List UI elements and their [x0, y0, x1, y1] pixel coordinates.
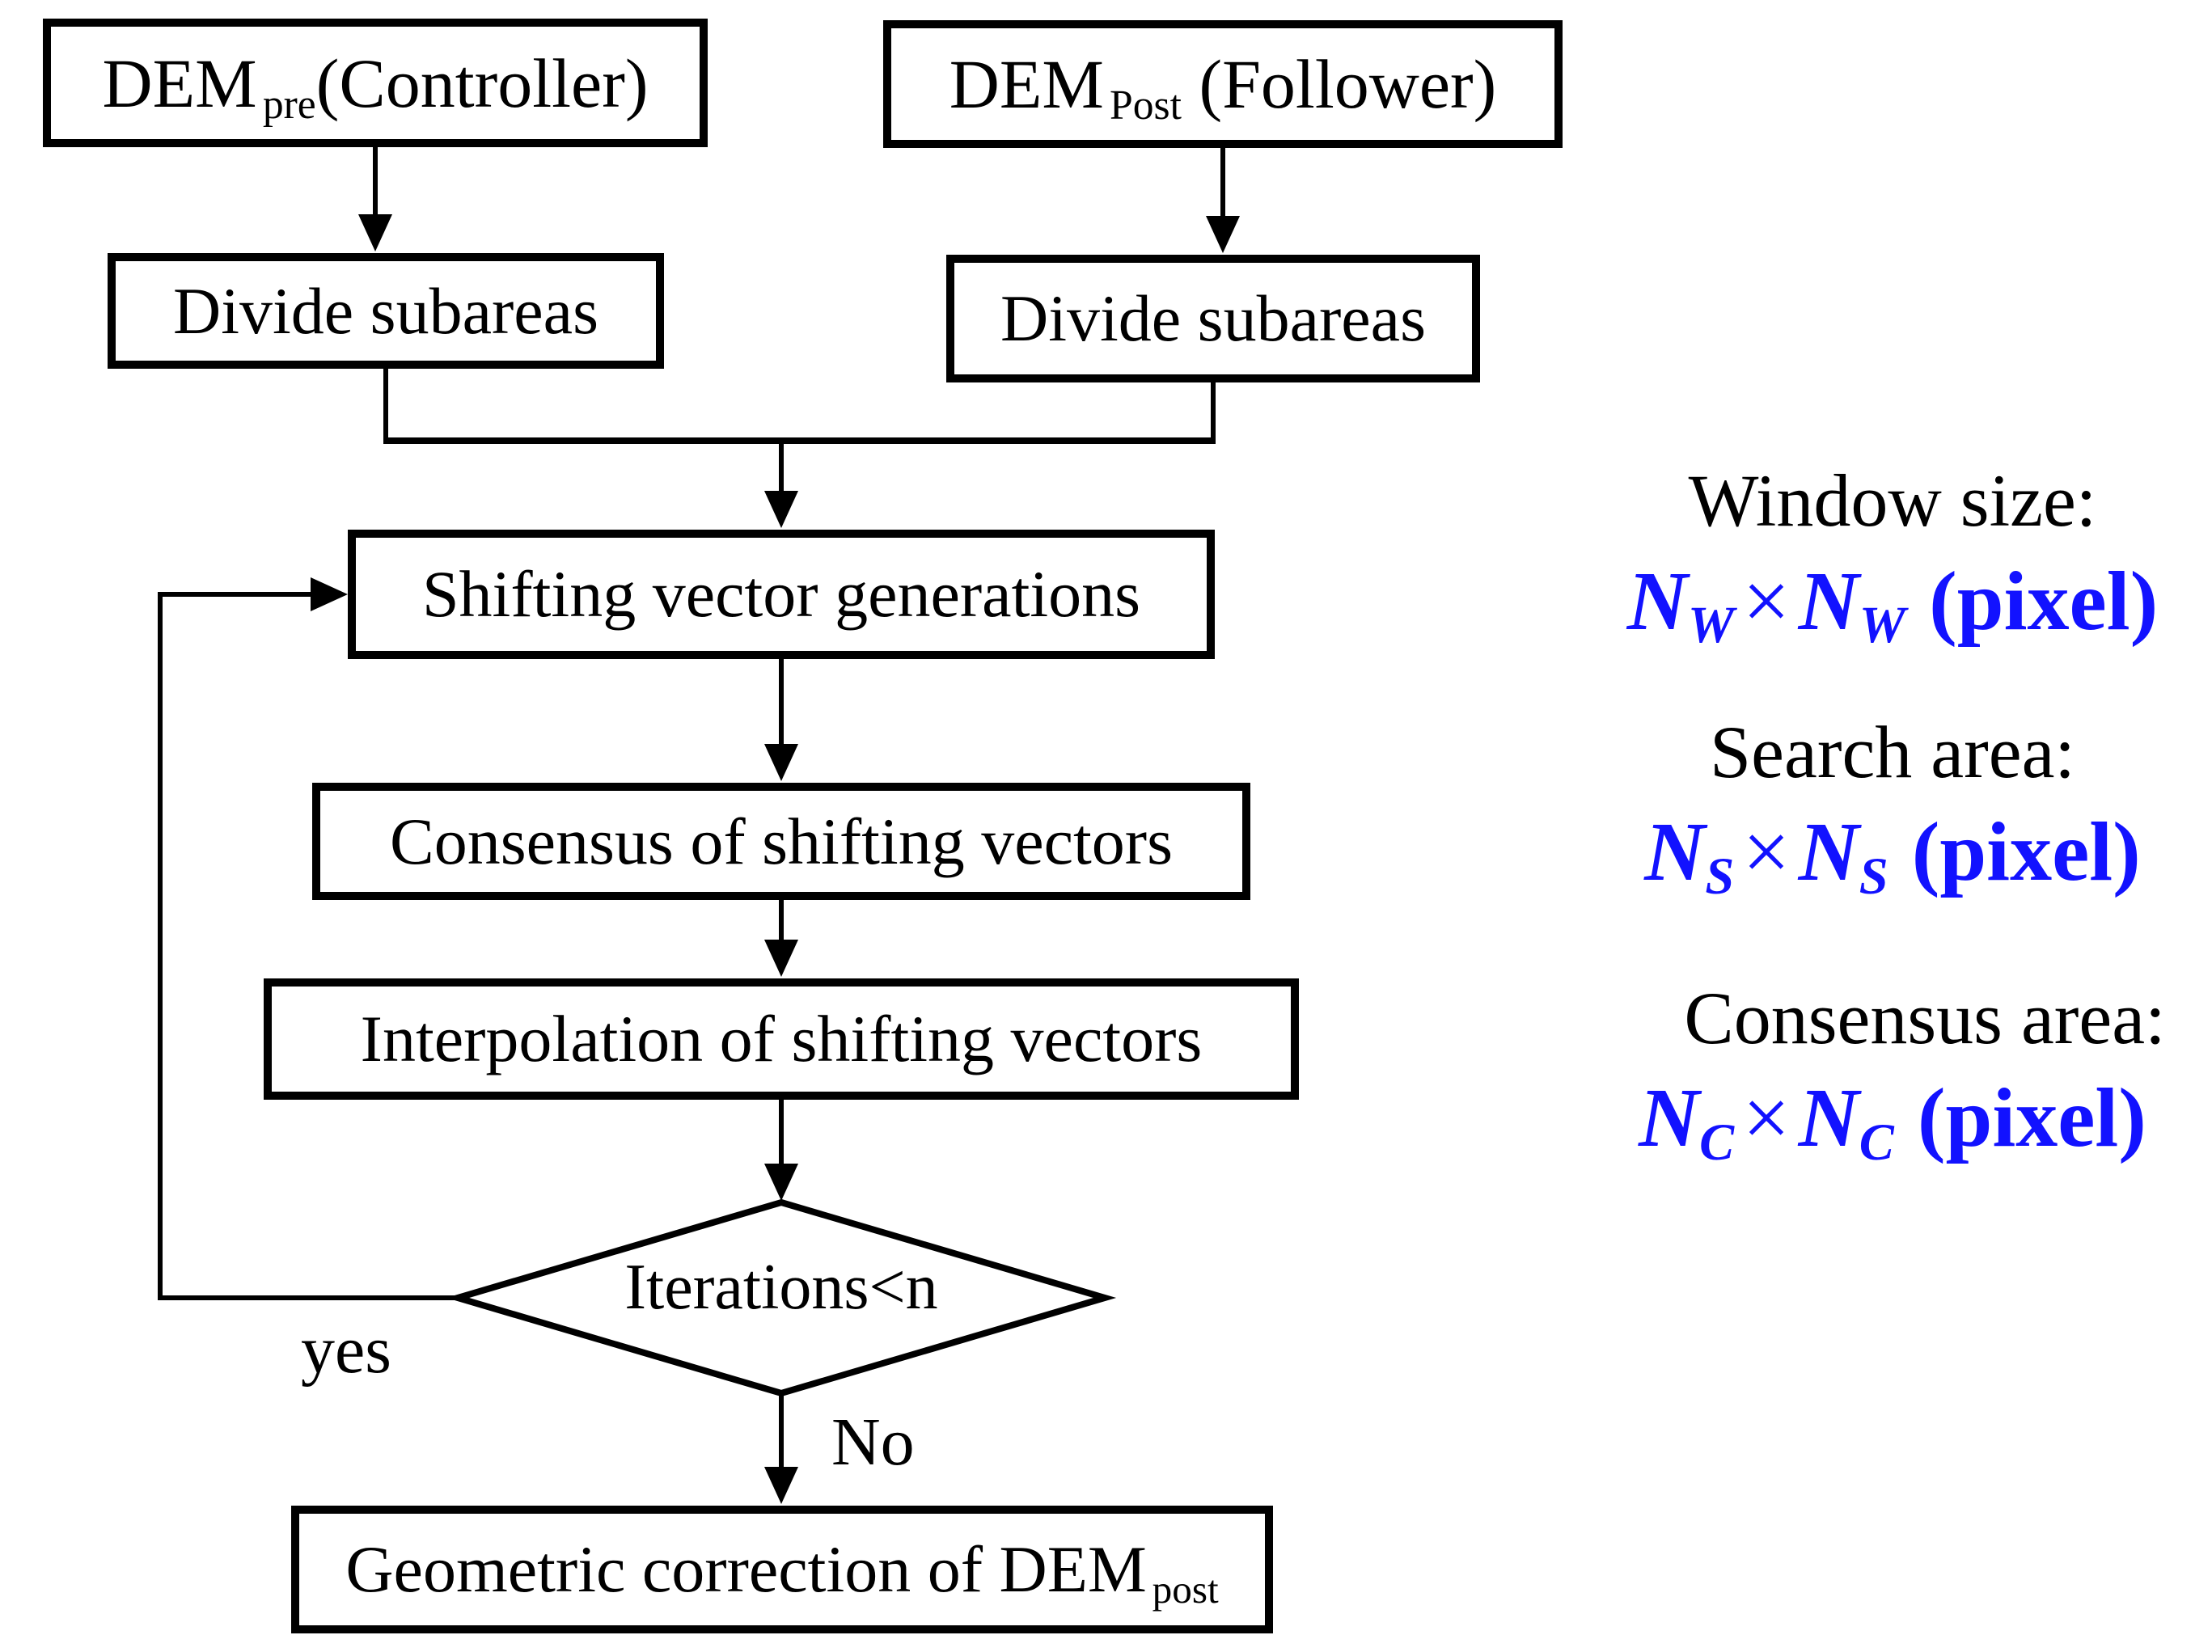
legend-item-search-area: Search area: NS×NS(pixel) — [1561, 708, 2212, 910]
interpolation-label: Interpolation of shifting vectors — [360, 1002, 1203, 1075]
formula-search-n2: N — [1798, 805, 1859, 899]
formula-consensus-n2: N — [1798, 1071, 1859, 1165]
arrowhead-consensus-interpolation — [764, 940, 798, 977]
dem-pre-main: DEM — [102, 44, 257, 122]
legend-label-search-area: Search area: — [1709, 710, 2075, 793]
geometric-main: Geometric correction of DEM — [345, 1532, 1147, 1606]
formula-consensus-sub1: C — [1699, 1113, 1735, 1171]
legend-formula-search-area: NS×NS(pixel) — [1561, 796, 2212, 909]
formula-search-sub1: S — [1705, 847, 1735, 905]
divide-right-label: Divide subareas — [1000, 281, 1426, 355]
legend-label-window-size: Window size: — [1688, 459, 2097, 542]
geometric-subscript: post — [1152, 1566, 1219, 1612]
node-divide-subareas-right: Divide subareas — [946, 255, 1480, 382]
dem-post-subscript: Post — [1110, 82, 1182, 129]
edge-label-yes: yes — [301, 1312, 391, 1388]
formula-search-n1: N — [1644, 805, 1706, 899]
arrowhead-shifting-consensus — [764, 744, 798, 781]
legend-formula-consensus-area: NC×NC(pixel) — [1561, 1062, 2212, 1175]
arrowhead-interpolation-decision — [764, 1164, 798, 1201]
dem-pre-tail: (Controller) — [315, 44, 649, 122]
dem-post-main: DEM — [949, 45, 1104, 123]
formula-window-n2: N — [1798, 554, 1859, 648]
node-shifting-vector-generations: Shifting vector generations — [348, 530, 1215, 659]
dem-post-tail: (Follower) — [1181, 45, 1497, 123]
formula-consensus-unit: (pixel) — [1917, 1071, 2146, 1165]
formula-search-times: × — [1742, 805, 1791, 899]
formula-window-unit: (pixel) — [1929, 554, 2159, 648]
arrowhead-dempost-divide — [1206, 216, 1240, 253]
formula-consensus-times: × — [1742, 1071, 1791, 1165]
shifting-label: Shifting vector generations — [421, 557, 1141, 631]
node-interpolation-of-shifting-vectors: Interpolation of shifting vectors — [264, 978, 1299, 1100]
formula-window-sub1: W — [1687, 595, 1735, 653]
divide-left-label: Divide subareas — [173, 273, 598, 348]
formula-consensus-n1: N — [1639, 1071, 1700, 1165]
legend-formula-window-size: NW×NW(pixel) — [1561, 545, 2212, 658]
formula-window-n1: N — [1626, 554, 1688, 648]
formula-window-times: × — [1742, 554, 1791, 648]
consensus-label: Consensus of shifting vectors — [390, 804, 1173, 878]
arrowhead-loop-shifting — [311, 577, 348, 611]
arrowhead-decision-geometric — [764, 1467, 798, 1504]
node-divide-subareas-left: Divide subareas — [108, 253, 664, 369]
legend-panel: Window size: NW×NW(pixel) Search area: N… — [1561, 457, 2212, 1176]
formula-search-sub2: S — [1859, 847, 1888, 905]
node-consensus-of-shifting-vectors: Consensus of shifting vectors — [312, 783, 1250, 900]
dem-pre-subscript: pre — [262, 81, 316, 128]
formula-search-unit: (pixel) — [1911, 805, 2141, 899]
edge-label-no: No — [831, 1405, 915, 1480]
edge-yes-loop — [158, 592, 458, 1300]
formula-consensus-sub2: C — [1859, 1113, 1894, 1171]
arrowhead-dempre-divide — [358, 214, 392, 251]
legend-item-consensus-area: Consensus area: NC×NC(pixel) — [1561, 974, 2212, 1176]
legend-label-consensus-area: Consensus area: — [1684, 976, 2166, 1059]
arrowhead-merge-shifting — [764, 491, 798, 528]
legend-item-window-size: Window size: NW×NW(pixel) — [1561, 457, 2212, 658]
formula-window-sub2: W — [1859, 595, 1906, 653]
decision-label: Iterations<n — [624, 1252, 938, 1323]
